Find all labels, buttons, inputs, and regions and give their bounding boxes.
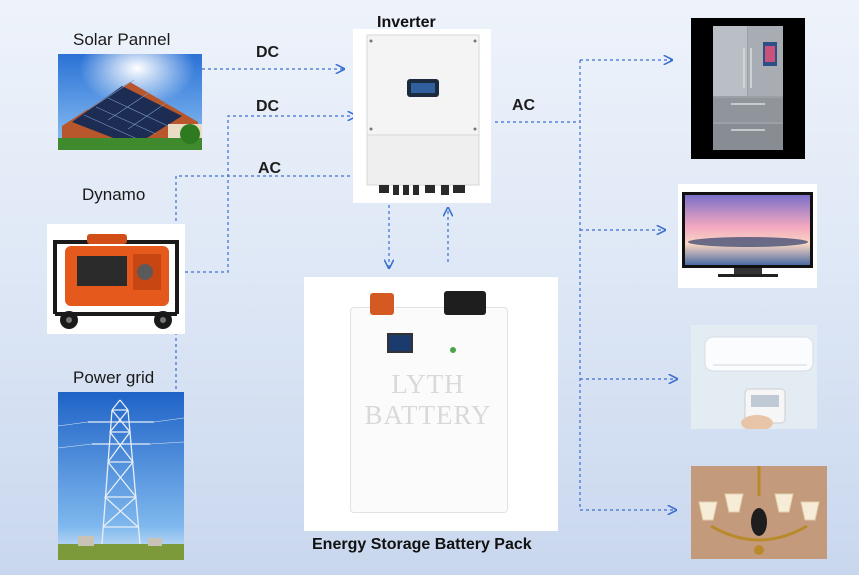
chandelier-image <box>691 466 827 559</box>
generator-image <box>47 224 185 334</box>
battery-display-screen <box>387 333 413 353</box>
wire-dynamo-dc <box>185 116 356 273</box>
flow-label-ac-source: AC <box>258 160 282 177</box>
flow-label-dc-top: DC <box>256 44 280 61</box>
refrigerator-image <box>691 18 805 159</box>
battery-status-led <box>450 347 456 353</box>
battery-terminal-positive <box>370 293 394 315</box>
transmission-tower-image <box>58 392 184 560</box>
battery-cabinet-body <box>350 307 508 513</box>
flow-label-ac-output: AC <box>512 97 536 114</box>
battery-label: Energy Storage Battery Pack <box>312 536 532 553</box>
solar-panel-house-image <box>58 54 202 150</box>
dynamo-label: Dynamo <box>82 185 146 204</box>
air-conditioner-image <box>691 325 817 429</box>
inverter-unit-image <box>353 29 491 203</box>
television-image <box>678 184 817 288</box>
flow-label-dc-mid: DC <box>256 98 280 115</box>
grid-label: Power grid <box>73 368 155 387</box>
solar-label: Solar Pannel <box>73 30 171 49</box>
battery-brand-watermark: LYTH BATTERY <box>364 369 492 430</box>
inverter-label: Inverter <box>377 14 436 31</box>
battery-terminal-negative <box>444 291 486 315</box>
battery-cabinet-image: LYTH BATTERY <box>304 277 558 531</box>
